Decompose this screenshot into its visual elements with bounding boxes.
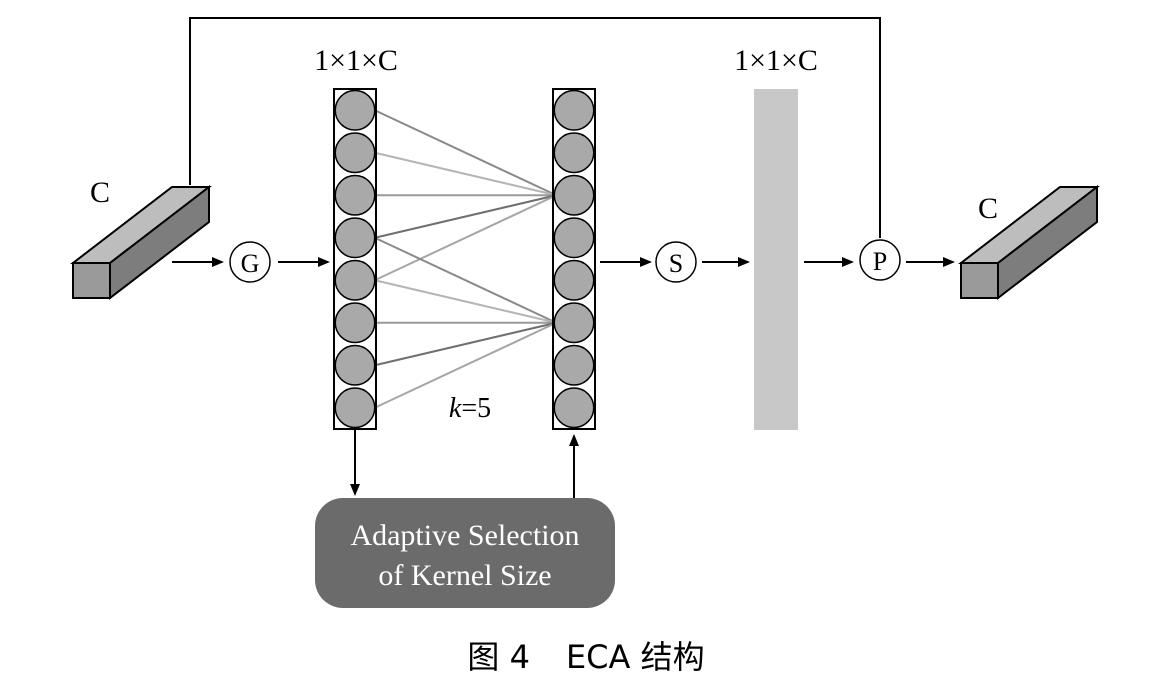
pooled-channel-circle — [334, 217, 376, 259]
conv-channel-circle — [553, 259, 595, 301]
sigmoid-label: S — [669, 249, 683, 278]
kernel-connection-line — [374, 194, 557, 239]
kernel-connection-line — [374, 321, 557, 367]
conv-channel-circle — [553, 302, 595, 344]
kernel-connection-line — [374, 236, 557, 324]
adaptive-box-line1: Adaptive Selection — [350, 519, 579, 552]
pooled-channel-circle — [334, 89, 376, 131]
figure-caption: 图 4 ECA 结构 — [467, 638, 704, 676]
caption-figure-number: 图 4 — [467, 638, 530, 676]
kernel-connection-lines — [374, 109, 557, 409]
output-tensor — [958, 184, 1100, 301]
right-dimension-label: 1×1×C — [734, 44, 818, 77]
skip-connection-line — [189, 17, 881, 238]
conv-channel-circle — [553, 387, 595, 429]
conv-channel-circle — [553, 89, 595, 131]
conv-channel-circle — [553, 174, 595, 216]
channel-weight-bar — [754, 89, 798, 430]
input-tensor — [70, 184, 212, 301]
sigmoid-node: S — [655, 241, 697, 283]
kernel-connection-line — [374, 109, 557, 197]
pooled-channel-circle — [334, 259, 376, 301]
gap-label: G — [241, 249, 260, 278]
conv-channel-circle — [553, 132, 595, 174]
pooled-feature-column — [333, 88, 377, 430]
product-label: P — [873, 247, 887, 276]
adaptive-kernel-box: Adaptive Selection of Kernel Size — [315, 498, 615, 608]
kernel-k-symbol: k — [449, 393, 462, 424]
caption-title: ECA 结构 — [566, 638, 705, 676]
product-node: P — [859, 239, 901, 281]
gap-node: G — [229, 241, 271, 283]
kernel-connection-line — [374, 151, 557, 197]
pooled-channel-circle — [334, 132, 376, 174]
kernel-connection-line — [374, 194, 557, 282]
left-dimension-label: 1×1×C — [314, 44, 398, 77]
adaptive-box-line2: of Kernel Size — [378, 559, 551, 592]
conv-channel-circle — [553, 217, 595, 259]
pooled-channel-circle — [334, 174, 376, 216]
kernel-connection-line — [374, 321, 557, 409]
kernel-k-value: =5 — [461, 393, 491, 424]
input-channel-label: C — [90, 176, 110, 209]
pooled-channel-circle — [334, 344, 376, 386]
kernel-size-label: k=5 — [449, 393, 491, 424]
output-channel-label: C — [978, 192, 998, 225]
kernel-connection-line — [374, 279, 557, 324]
conv-channel-circle — [553, 344, 595, 386]
conv-output-column — [552, 88, 596, 430]
pooled-channel-circle — [334, 387, 376, 429]
pooled-channel-circle — [334, 302, 376, 344]
